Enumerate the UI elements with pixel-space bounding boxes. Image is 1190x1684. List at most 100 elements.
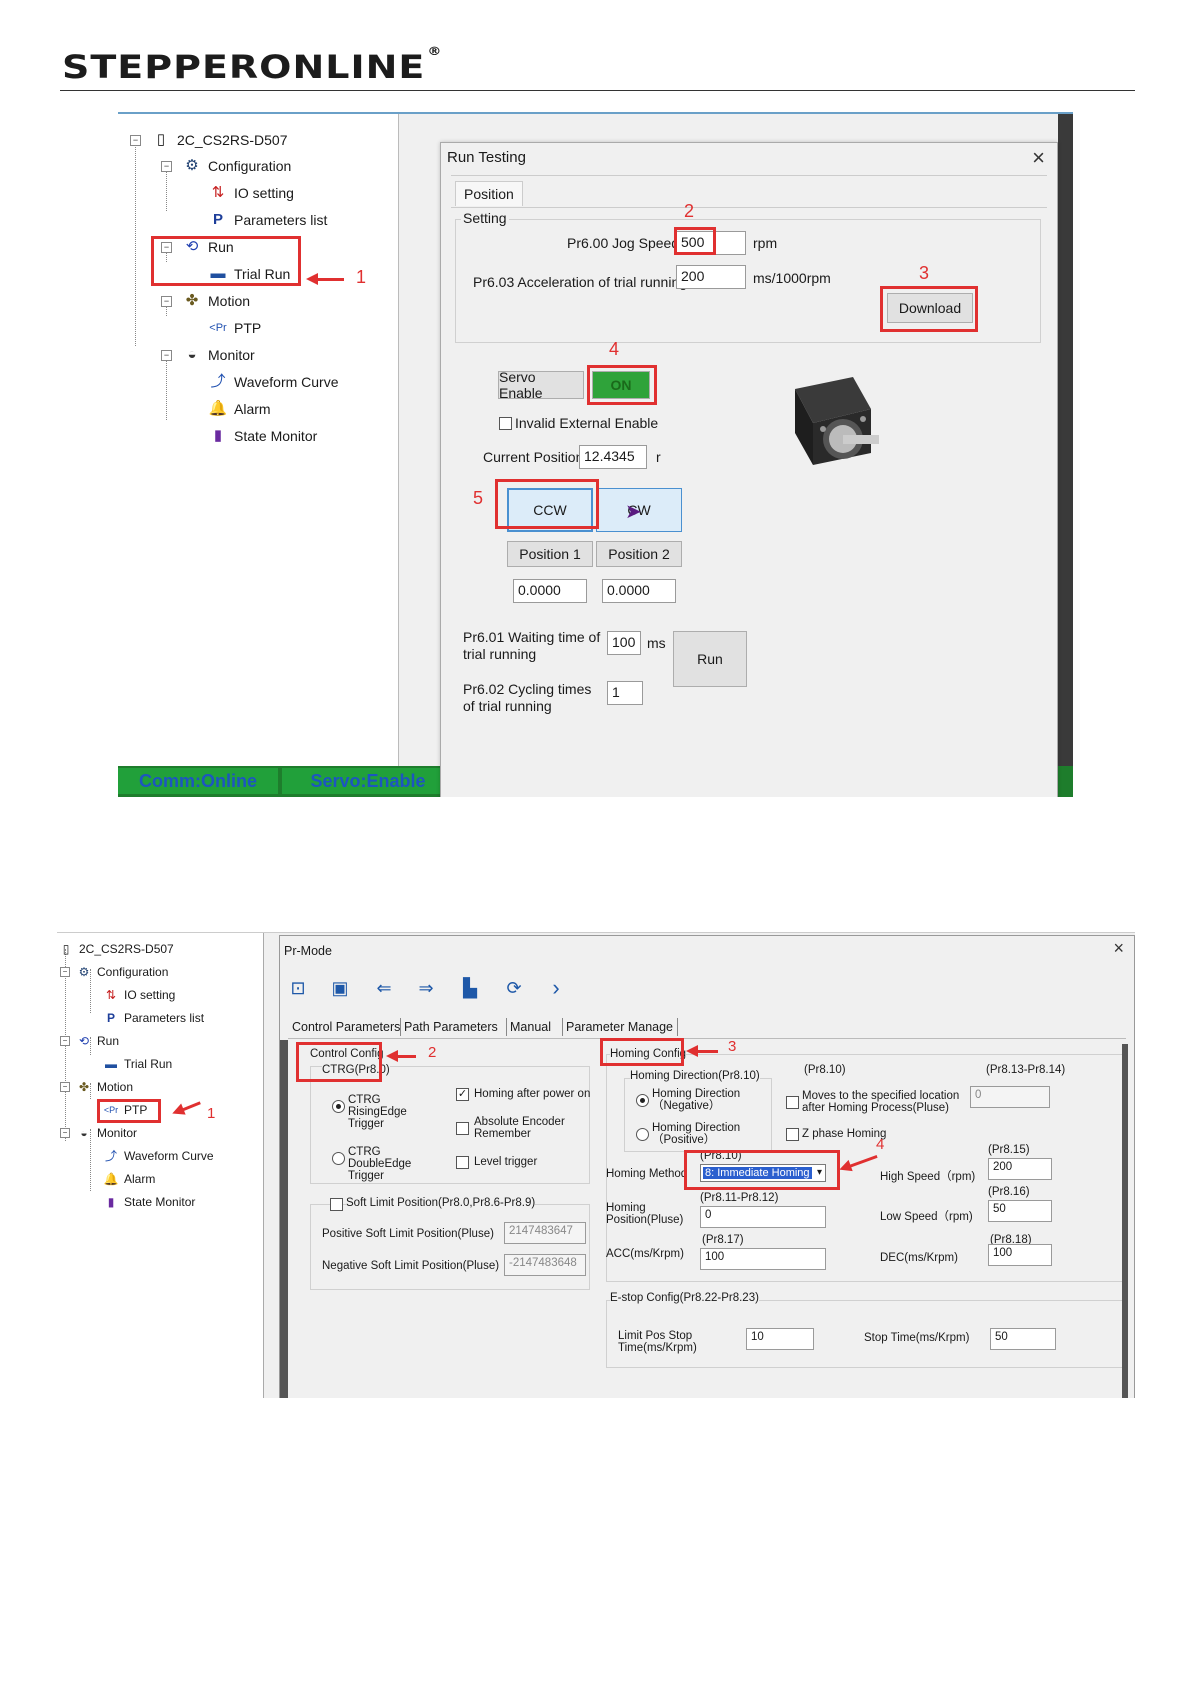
cycling-times-input[interactable]: 1 [607,681,643,705]
device-icon: ▯ [156,131,166,148]
preview-icon[interactable]: ⊡ [290,978,306,998]
tree-item-state-monitor[interactable]: ▮State Monitor [208,426,317,446]
collapse-icon[interactable]: − [161,241,172,253]
ccw-button[interactable]: CCW [507,488,593,532]
close-icon[interactable]: × [1113,938,1124,958]
homing-method-select[interactable]: 8: Immediate Homing ▾ [700,1164,826,1182]
tab-control-parameters[interactable]: Control Parameters [292,1020,401,1034]
tree-item-motion[interactable]: −✤Motion [161,291,250,311]
collapse-icon[interactable]: − [60,1036,70,1046]
low-speed-input[interactable]: 50 [988,1200,1052,1222]
collapse-icon[interactable]: − [60,967,70,977]
position-2-input[interactable]: 0.0000 [602,579,676,603]
tree2-item-alarm[interactable]: 🔔Alarm [103,1172,156,1186]
tab-manual[interactable]: Manual [510,1020,551,1034]
export-icon[interactable]: ⇒ [418,978,434,998]
high-speed-input[interactable]: 200 [988,1158,1052,1180]
tab-path-parameters[interactable]: Path Parameters [404,1020,498,1034]
dec-input[interactable]: 100 [988,1244,1052,1266]
z-phase-checkbox[interactable] [786,1128,799,1141]
tree2-item-configuration[interactable]: −⚙Configuration [60,964,168,980]
motor-image [783,369,893,479]
abs-encoder-checkbox[interactable] [456,1122,469,1135]
setting-group [455,219,1041,343]
acc-input[interactable]: 100 [700,1248,826,1270]
tree-item-alarm[interactable]: 🔔Alarm [208,400,271,417]
tree2-root[interactable]: ▯2C_CS2RS-D507 [58,941,174,957]
write-icon[interactable]: ▙ [463,978,477,998]
accel-input[interactable]: 200 [676,265,746,289]
save-icon[interactable]: ▣ [331,978,349,998]
jog-speed-label: Pr6.00 Jog Speed [567,235,680,251]
limit-pos-stop-input[interactable]: 10 [746,1328,814,1350]
homing-dir-positive-radio[interactable] [636,1128,649,1141]
tree-item-io-setting[interactable]: ⇅IO setting [208,183,294,203]
background-edge [1058,114,1073,766]
tree2-item-monitor[interactable]: −◒Monitor [60,1125,137,1141]
state-monitor-icon: ▮ [107,1195,115,1209]
homing-position-input[interactable]: 0 [700,1206,826,1228]
annotation-1: 1 [356,267,367,287]
close-icon[interactable]: × [1032,145,1045,170]
tree2-item-state-monitor[interactable]: ▮State Monitor [103,1194,196,1210]
invalid-external-enable-checkbox[interactable] [499,417,512,430]
tree-item-configuration[interactable]: −⚙Configuration [161,156,291,176]
position-1-input[interactable]: 0.0000 [513,579,587,603]
next-icon[interactable]: › [552,975,560,1000]
download-button[interactable]: Download [887,293,973,323]
tree2-item-waveform-curve[interactable]: ⤴Waveform Curve [104,1149,214,1163]
tree2-item-motion[interactable]: −✤Motion [60,1079,133,1095]
homing-after-power-checkbox[interactable]: ✓ [456,1088,469,1101]
tree2-item-run[interactable]: −⟲Run [60,1033,119,1049]
neg-soft-limit-input[interactable]: -2147483648 [504,1254,586,1276]
tab-parameter-manage[interactable]: Parameter Manage [566,1020,674,1034]
pr816-label: (Pr8.16) [988,1186,1030,1198]
refresh-icon[interactable]: ⟳ [506,978,522,998]
stop-time-input[interactable]: 50 [990,1328,1056,1350]
tree-item-monitor[interactable]: −◒Monitor [161,345,255,365]
homing-dir-negative-radio[interactable] [636,1094,649,1107]
jog-speed-input[interactable]: 500 [676,231,746,255]
waiting-time-label: Pr6.01 Waiting time of trial running [463,629,601,662]
soft-limit-checkbox[interactable] [330,1198,343,1211]
collapse-icon[interactable]: − [60,1082,70,1092]
servo-on-button[interactable]: ON [592,371,650,399]
pos-soft-limit-label: Positive Soft Limit Position(Pluse) [322,1228,494,1240]
collapse-icon[interactable]: − [130,134,141,146]
collapse-icon[interactable]: − [161,349,172,361]
collapse-icon[interactable]: − [60,1128,70,1138]
cw-button[interactable]: CW [596,488,682,532]
position-2-button[interactable]: Position 2 [596,541,682,567]
collapse-icon[interactable]: − [161,295,172,307]
collapse-icon[interactable]: − [161,160,172,172]
ctrg-rising-radio[interactable] [332,1100,345,1113]
scrollbar[interactable] [1122,1044,1128,1398]
run-button[interactable]: Run [673,631,747,687]
move-after-input[interactable]: 0 [970,1086,1050,1108]
tree-item-trial-run[interactable]: ▬Trial Run [208,264,291,284]
tab-position[interactable]: Position [455,181,523,206]
tree2-item-trial-run[interactable]: ▬Trial Run [105,1057,173,1071]
position-1-button[interactable]: Position 1 [507,541,593,567]
servo-enable-button[interactable]: Servo Enable [498,369,584,401]
dialog-title: Run Testing [447,149,526,166]
tree-item-waveform-curve[interactable]: ⤴Waveform Curve [208,372,338,392]
tree-root[interactable]: −▯2C_CS2RS-D507 [130,130,288,150]
homing-after-power-label: Homing after power on [474,1088,591,1100]
tree-item-run[interactable]: −⟲Run [161,237,234,257]
estop-label: E-stop Config(Pr8.22-Pr8.23) [610,1292,759,1304]
cycling-times-label: Pr6.02 Cycling times of trial running [463,681,592,714]
pos-soft-limit-input[interactable]: 2147483647 [504,1222,586,1244]
tree2-item-io-setting[interactable]: ⇅IO setting [103,987,175,1003]
move-after-checkbox[interactable] [786,1096,799,1109]
waiting-time-input[interactable]: 100 [607,631,641,655]
dec-label: DEC(ms/Krpm) [880,1252,958,1264]
import-icon[interactable]: ⇐ [376,978,392,998]
level-trigger-checkbox[interactable] [456,1156,469,1169]
current-position-unit: r [656,449,661,465]
ctrg-double-radio[interactable] [332,1152,345,1165]
